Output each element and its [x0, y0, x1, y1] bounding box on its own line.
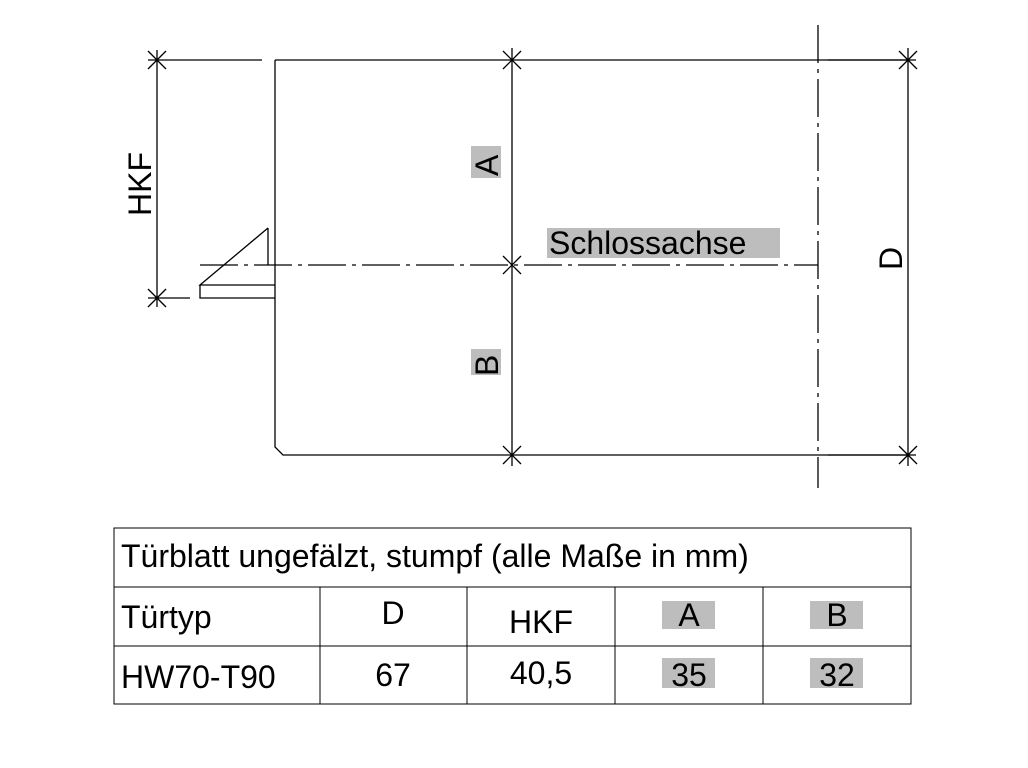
- table-header-tuertyp: Türtyp: [121, 599, 212, 635]
- latch-bracket: [198, 227, 275, 299]
- label-d: D: [873, 247, 909, 270]
- table-header-a-highlight: [662, 601, 715, 629]
- dimension-ticks: [147, 50, 918, 465]
- lock-axis-label-highlight: [547, 228, 780, 258]
- table-cell-hkf: 40,5: [510, 655, 572, 691]
- table-title: Türblatt ungefälzt, stumpf (alle Maße in…: [121, 538, 749, 574]
- table-cell-a-highlight: [662, 658, 715, 688]
- dimensions-table: [113, 527, 912, 705]
- door-leaf-outline: [274, 60, 908, 456]
- table-header-b-highlight: [810, 601, 863, 629]
- table-cell-tuertyp: HW70-T90: [121, 659, 276, 695]
- table-header-b: B: [826, 597, 847, 633]
- drawing-geometry: [147, 25, 918, 488]
- table-cell-b-highlight: [810, 658, 863, 688]
- table-cell-b: 32: [819, 657, 855, 693]
- label-b: B: [469, 355, 505, 376]
- label-a: A: [469, 154, 505, 176]
- label-b-highlight: [471, 349, 501, 375]
- table-header-d: D: [381, 595, 404, 631]
- hkf-label: HKF: [122, 152, 158, 216]
- table-cell-a: 35: [671, 657, 707, 693]
- table-header-hkf: HKF: [509, 604, 573, 640]
- label-a-highlight: [471, 146, 501, 178]
- lock-axis-label: Schlossachse: [549, 225, 746, 261]
- table-cell-d: 67: [375, 657, 411, 693]
- table-header-a: A: [678, 597, 700, 633]
